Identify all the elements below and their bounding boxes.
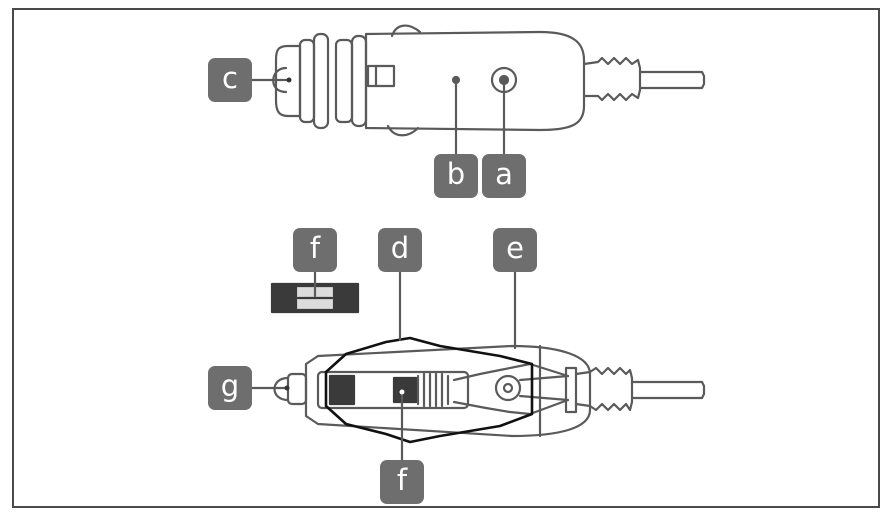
cable-strain-relief <box>582 56 642 102</box>
spring-clip-bottom <box>386 124 420 137</box>
collar-ring-3 <box>312 32 330 130</box>
cutaway-housing <box>304 344 592 438</box>
collar-ring-4 <box>334 38 354 124</box>
cutaway-cable <box>630 380 706 400</box>
leader-dot-c <box>286 77 292 83</box>
diagram-frame <box>12 8 880 508</box>
callout-c: c <box>208 58 252 102</box>
cable <box>638 70 706 90</box>
leader-dot-f-bottom <box>399 389 405 395</box>
cutaway-strain-relief <box>574 366 634 412</box>
callout-b: b <box>434 154 478 198</box>
spring-clip-top <box>390 24 422 38</box>
internal-fuse <box>392 376 418 404</box>
connector-ring <box>494 374 522 402</box>
plug-exterior-view <box>272 24 706 137</box>
connector-center <box>502 382 514 394</box>
collar-ring-2 <box>298 38 316 124</box>
plug-cutaway-view <box>273 344 706 438</box>
wire-to-cable-bottom <box>518 394 570 402</box>
collar-ring-outer <box>274 44 302 118</box>
side-latch <box>366 64 396 88</box>
callout-g: g <box>208 366 252 410</box>
cutaway-tip-ring <box>286 372 308 406</box>
inner-barrel <box>316 370 470 410</box>
callout-f-top: f <box>293 228 337 272</box>
contact-block <box>328 374 356 406</box>
fuse-part <box>270 268 360 314</box>
callout-a: a <box>482 154 526 198</box>
callout-e: e <box>493 228 537 272</box>
callout-d: d <box>378 228 422 272</box>
socket-inner <box>498 74 510 86</box>
wire-upper <box>452 362 570 382</box>
plug-body-outline <box>364 30 586 132</box>
cover-outline <box>324 336 534 444</box>
wire-lower <box>452 398 570 416</box>
callout-f-bottom: f <box>380 460 424 504</box>
wire-to-cable-top <box>518 374 570 382</box>
cable-clamp <box>564 366 578 414</box>
spring-coils <box>416 372 450 408</box>
leader-dot-g <box>284 385 290 391</box>
collar-ring-5 <box>350 34 368 128</box>
